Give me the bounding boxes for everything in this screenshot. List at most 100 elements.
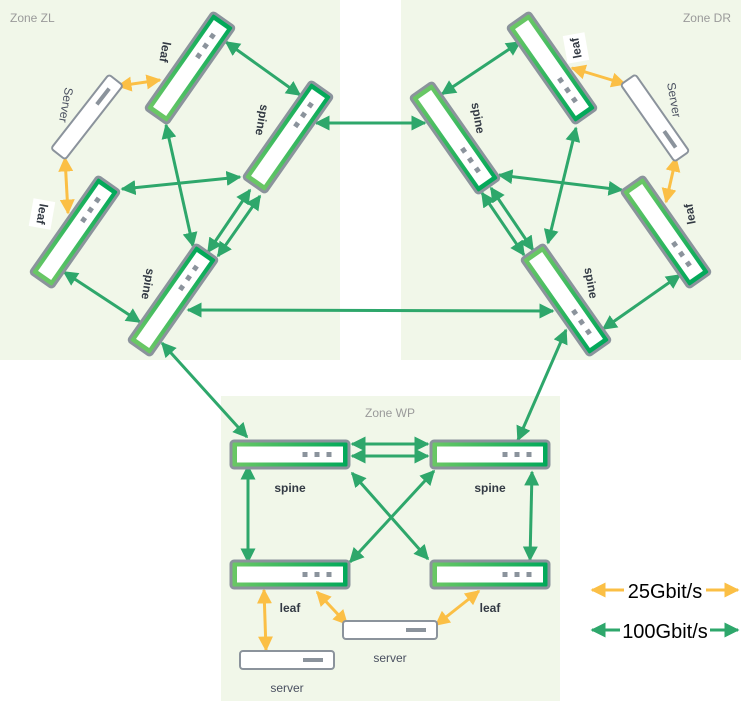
switch-panel <box>237 566 343 583</box>
device-label: leaf <box>33 203 51 227</box>
port-icon <box>93 196 101 204</box>
link-100g <box>489 186 535 252</box>
port-icon <box>191 264 199 272</box>
device-label-group: spine <box>252 103 271 137</box>
link-100g <box>224 40 302 97</box>
port-icon <box>502 452 508 457</box>
link-25g <box>570 64 627 88</box>
link-25g <box>256 588 274 652</box>
port-icon <box>473 166 481 174</box>
device-dr-leaf2[interactable] <box>620 175 712 289</box>
device-label: Server <box>664 81 684 118</box>
link-100g <box>543 126 581 245</box>
device-label-group: spine <box>581 266 600 300</box>
device-dr-leaf1[interactable] <box>506 11 598 125</box>
port-icon <box>684 260 692 268</box>
device-label-group: spine <box>468 101 487 135</box>
switch-panel <box>515 19 589 117</box>
device-wp-spine2[interactable] <box>429 439 551 470</box>
port-icon <box>578 318 585 326</box>
link-25g <box>434 589 481 627</box>
link-100g <box>160 341 249 439</box>
legend: 25Gbit/s 100Gbit/s <box>590 578 740 643</box>
port-icon <box>314 452 320 457</box>
server-body <box>239 650 335 670</box>
port-icon <box>467 156 474 164</box>
link-25g <box>116 74 162 92</box>
device-label: spine <box>468 101 487 135</box>
link-25g <box>58 156 75 215</box>
drive-icon <box>662 129 678 149</box>
port-icon <box>584 328 592 336</box>
device-label: Server <box>56 86 76 123</box>
device-label-group: server <box>270 681 303 695</box>
device-wp-server2[interactable] <box>342 620 438 640</box>
device-label: spine <box>274 481 306 495</box>
port-icon <box>514 452 520 457</box>
device-label-group: leaf <box>681 202 699 226</box>
port-icon <box>557 76 565 84</box>
port-icon <box>514 572 520 577</box>
device-zl-spine2[interactable] <box>127 243 219 357</box>
device-label-group: server <box>373 651 406 665</box>
device-label-group: spine <box>274 481 306 495</box>
switch-panel <box>437 446 543 463</box>
port-icon <box>306 101 314 109</box>
link-100g <box>440 40 522 96</box>
device-dr-server[interactable] <box>620 74 690 162</box>
switch-panel <box>237 446 343 463</box>
device-zl-server[interactable] <box>51 74 123 160</box>
link-25g <box>315 590 349 626</box>
port-icon <box>526 572 532 577</box>
port-icon <box>570 96 578 104</box>
port-icon <box>326 452 332 457</box>
device-label-group: Server <box>56 86 76 123</box>
port-icon <box>526 452 532 457</box>
device-label: spine <box>252 103 271 137</box>
device-label-group: leaf <box>480 601 502 615</box>
device-zl-leaf1[interactable] <box>144 11 236 125</box>
port-icon <box>202 42 209 50</box>
switch-panel <box>38 183 112 281</box>
device-zl-leaf2[interactable] <box>29 175 121 289</box>
device-label-group: spine <box>474 481 506 495</box>
port-icon <box>300 111 307 119</box>
port-icon <box>502 572 508 577</box>
link-100g <box>522 470 540 562</box>
port-icon <box>326 572 332 577</box>
link-100g <box>216 194 262 258</box>
device-label: spine <box>474 481 506 495</box>
device-label: leaf <box>156 41 174 65</box>
device-label: spine <box>581 266 600 300</box>
port-icon <box>293 121 301 129</box>
device-dr-spine1[interactable] <box>409 81 501 195</box>
port-icon <box>208 32 216 40</box>
zone-wp-label: Zone WP <box>365 406 415 420</box>
legend-25g-label-bg <box>624 578 706 602</box>
legend-100g-label: 100Gbit/s <box>622 621 708 643</box>
link-100g <box>161 123 198 248</box>
label-bg <box>28 198 56 230</box>
device-label: server <box>373 651 406 665</box>
switch-panel <box>418 89 492 187</box>
switch-panel <box>251 88 325 186</box>
port-icon <box>178 284 186 292</box>
device-wp-spine1[interactable] <box>229 439 351 470</box>
label-bg <box>562 32 590 64</box>
drive-icon <box>303 658 323 662</box>
device-wp-server1[interactable] <box>239 650 335 670</box>
legend-25g-label: 25Gbit/s <box>628 581 702 603</box>
zone-dr-label: Zone DR <box>683 11 731 25</box>
device-dr-spine2[interactable] <box>520 243 612 357</box>
link-25g <box>661 156 681 204</box>
port-icon <box>571 308 579 316</box>
device-zl-spine1[interactable] <box>242 80 334 194</box>
device-wp-leaf2[interactable] <box>429 559 551 590</box>
device-label: leaf <box>480 601 502 615</box>
port-icon <box>302 452 308 457</box>
device-wp-leaf1[interactable] <box>229 559 351 590</box>
link-100g <box>62 270 142 324</box>
switch-panel <box>629 183 703 281</box>
